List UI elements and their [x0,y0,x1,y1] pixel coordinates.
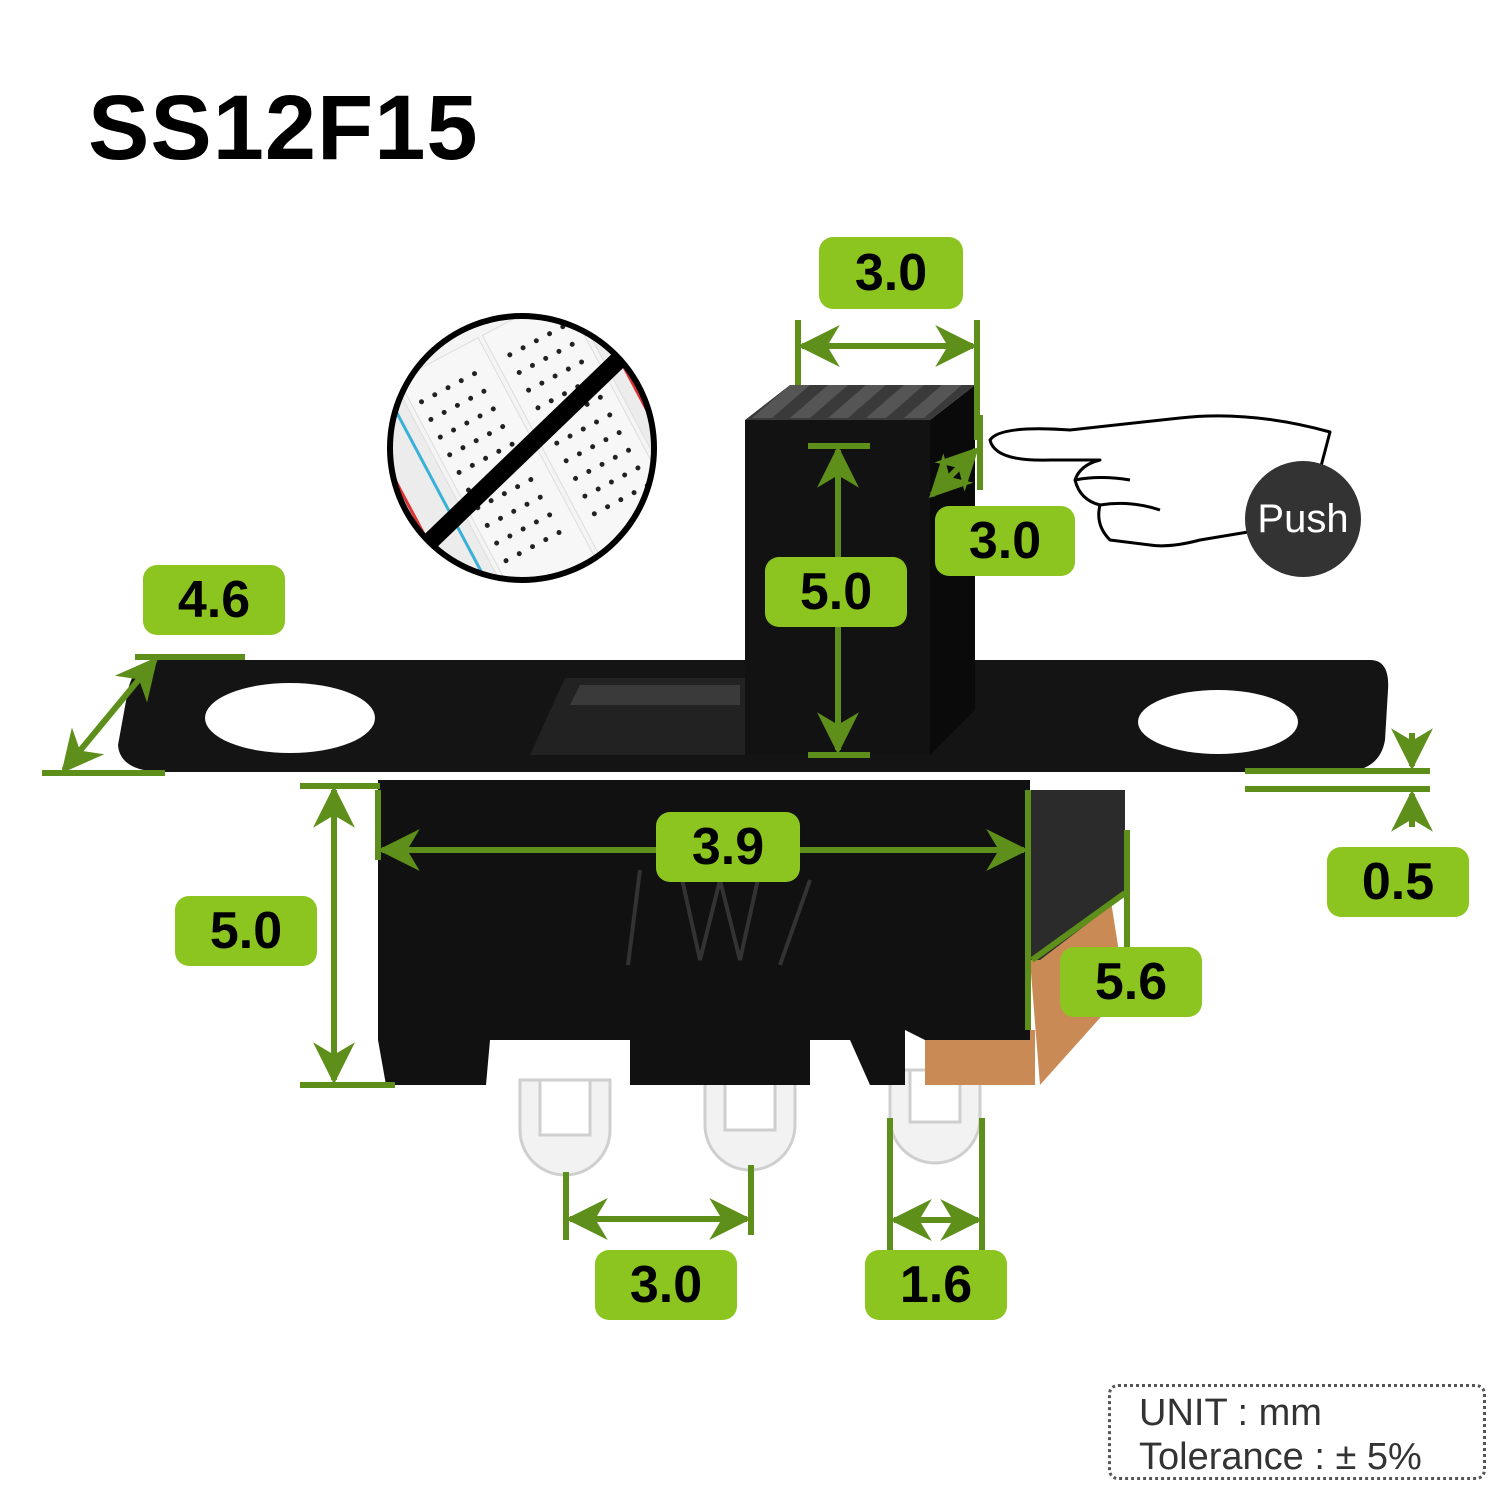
solder-pins [518,1068,982,1177]
push-badge: Push [1245,461,1361,577]
dim-pin-pitch: 3.0 [595,1250,737,1320]
tolerance-line: Tolerance : ± 5% [1139,1436,1422,1478]
dim-actuator-width: 3.0 [819,237,963,309]
unit-note: UNIT : mm Tolerance : ± 5% [1108,1384,1486,1480]
dim-pin-width: 1.6 [865,1250,1007,1320]
dim-body-depth: 5.6 [1060,947,1202,1017]
mount-hole-left [205,683,375,753]
dim-actuator-height: 5.0 [765,557,907,627]
no-breadboard-icon [387,313,657,583]
dim-plate-thickness: 0.5 [1327,847,1469,917]
dim-body-width: 3.9 [656,812,800,882]
unit-line: UNIT : mm [1139,1392,1322,1434]
body-side [1030,790,1125,960]
model-title: SS12F15 [88,77,479,179]
dim-actuator-depth: 3.0 [935,506,1075,576]
mount-hole-right [1138,690,1298,754]
dim-body-height: 5.0 [175,896,317,966]
dim-plate-depth: 4.6 [143,565,285,635]
